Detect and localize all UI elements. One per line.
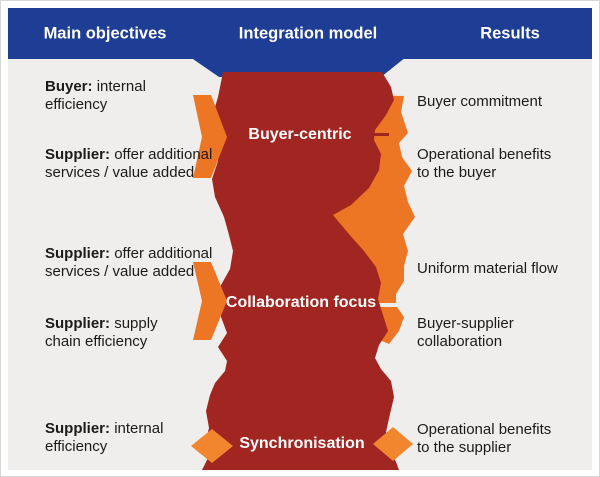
right-diamond-marker bbox=[373, 427, 413, 461]
result-uniform-material-flow: Uniform material flow bbox=[417, 260, 558, 278]
result-text-line2: collaboration bbox=[417, 333, 503, 350]
integration-trunk-shape bbox=[202, 72, 399, 470]
objective-role-label: Supplier: bbox=[45, 315, 111, 332]
objective-role-label: Supplier: bbox=[45, 245, 111, 262]
stage-label-synchronisation: Synchronisation bbox=[239, 435, 365, 452]
result-text-line2: to the supplier bbox=[417, 439, 512, 456]
result-text-line2: to the buyer bbox=[417, 164, 497, 181]
stage-label-buyer-centric: Buyer-centric bbox=[248, 126, 352, 143]
objective-text-line2: efficiency bbox=[45, 96, 108, 113]
objective-text-line2: chain efficiency bbox=[45, 333, 148, 350]
objective-text-line2: services / value added bbox=[45, 164, 195, 181]
objective-supplier-services-1: Supplier:offer additional services / val… bbox=[45, 146, 212, 182]
result-text: Buyer-supplier bbox=[417, 315, 514, 332]
left-objective-chevron-middle bbox=[193, 262, 227, 340]
header-column-main-objectives: Main objectives bbox=[43, 24, 167, 42]
objective-text: supply bbox=[114, 315, 158, 332]
header-bar: Main objectives Integration model Result… bbox=[8, 8, 592, 59]
left-diamond-marker bbox=[191, 429, 233, 463]
objective-text: offer additional bbox=[114, 146, 213, 163]
objective-role-label: Buyer: bbox=[45, 78, 93, 95]
left-objective-chevron-top bbox=[193, 95, 227, 178]
objective-text-line2: services / value added bbox=[45, 263, 195, 280]
result-operational-benefits-supplier: Operational benefits to the supplier bbox=[417, 421, 551, 457]
trunk-tick-mark bbox=[372, 133, 389, 136]
header-column-results: Results bbox=[480, 24, 540, 42]
objective-role-label: Supplier: bbox=[45, 146, 111, 163]
result-buyer-commitment: Buyer commitment bbox=[417, 93, 542, 111]
result-text: Uniform material flow bbox=[417, 260, 558, 277]
stage-label-collaboration-focus: Collaboration focus bbox=[225, 294, 377, 311]
objective-supplier-services-2: Supplier:offer additional services / val… bbox=[45, 245, 212, 281]
objective-text: internal bbox=[114, 420, 164, 437]
result-buyer-supplier-collaboration: Buyer-supplier collaboration bbox=[417, 315, 514, 351]
result-text: Operational benefits bbox=[417, 146, 552, 163]
objective-text-line2: efficiency bbox=[45, 438, 108, 455]
objective-text: internal bbox=[96, 78, 146, 95]
header-column-integration-model: Integration model bbox=[238, 24, 378, 42]
objective-role-label: Supplier: bbox=[45, 420, 111, 437]
result-text: Operational benefits bbox=[417, 421, 552, 438]
result-operational-benefits-buyer: Operational benefits to the buyer bbox=[417, 146, 551, 182]
objective-supplier-supply-chain: Supplier:supply chain efficiency bbox=[45, 315, 158, 351]
objective-buyer-internal-efficiency: Buyer:internal efficiency bbox=[45, 78, 146, 114]
objective-supplier-internal-efficiency: Supplier:internal efficiency bbox=[45, 420, 163, 456]
result-text: Buyer commitment bbox=[417, 93, 543, 110]
objective-text: offer additional bbox=[114, 245, 213, 262]
